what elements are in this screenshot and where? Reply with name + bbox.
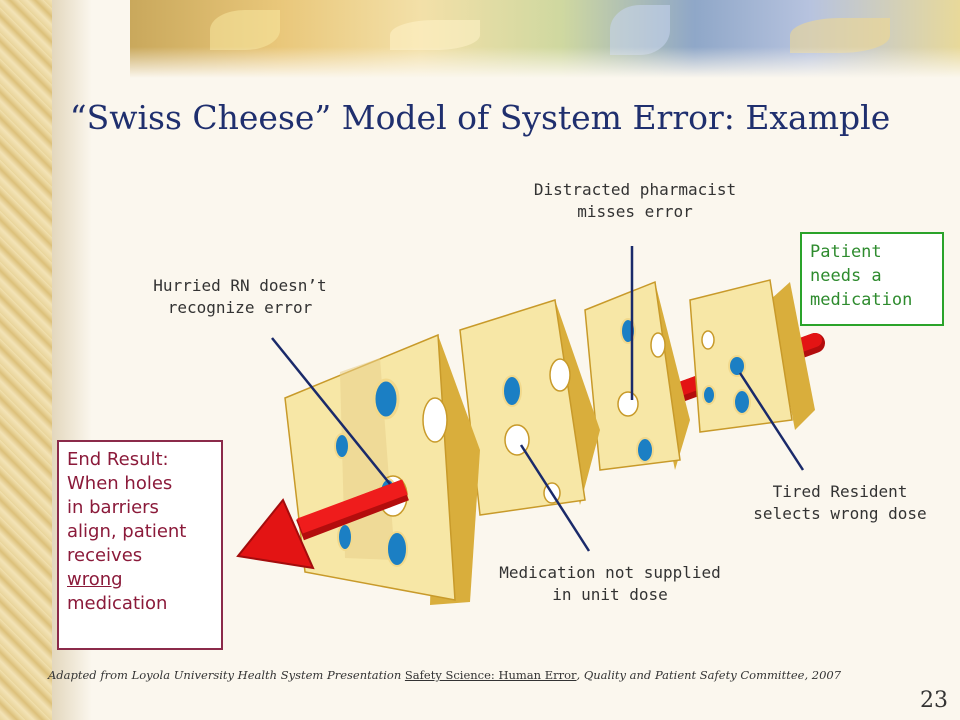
cheese-barrier-2 <box>459 299 600 516</box>
end-result-line2: When holes <box>67 473 173 494</box>
left-decorative-strip <box>0 0 52 720</box>
label-rn-line1: Hurried RN doesn’t <box>153 276 327 295</box>
slide-title: “Swiss Cheese” Model of System Error: Ex… <box>69 98 891 137</box>
slide-number: 23 <box>920 688 948 713</box>
end-result-box: End Result: When holes in barriers align… <box>57 440 223 650</box>
end-result-line4: align, patient <box>67 521 187 542</box>
pointer-lines <box>271 246 805 552</box>
end-result-line7: medication <box>67 593 168 614</box>
label-pharmacist-line1: Distracted pharmacist <box>533 180 737 199</box>
label-medication-line2: in unit dose <box>552 585 668 604</box>
label-rn: Hurried RN doesn’t recognize error <box>130 275 350 319</box>
label-resident: Tired Resident selects wrong dose <box>735 481 945 525</box>
end-result-line5: receives <box>67 545 143 566</box>
cheese-barrier-3 <box>584 280 690 471</box>
source-footer: Adapted from Loyola University Health Sy… <box>48 668 928 682</box>
cheese-barrier-1 <box>284 333 480 605</box>
patient-box-line3: medication <box>810 290 913 310</box>
end-result-wrong: wrong <box>67 569 123 590</box>
patient-box-line2: needs a <box>810 266 882 286</box>
label-medication: Medication not supplied in unit dose <box>485 562 735 606</box>
label-resident-line2: selects wrong dose <box>753 504 927 523</box>
label-pharmacist-line2: misses error <box>577 202 693 221</box>
top-decorative-banner <box>130 0 960 78</box>
patient-need-box: Patient needs a medication <box>800 232 944 326</box>
label-resident-line1: Tired Resident <box>772 482 908 501</box>
label-pharmacist: Distracted pharmacist misses error <box>520 179 750 223</box>
error-arrow-head <box>236 479 409 570</box>
footer-suffix: , Quality and Patient Safety Committee, … <box>576 668 842 682</box>
footer-prefix: Adapted from Loyola University Health Sy… <box>48 668 405 682</box>
footer-link: Safety Science: Human Error <box>404 668 577 682</box>
label-rn-line2: recognize error <box>167 298 313 317</box>
cheese-barrier-4 <box>689 279 815 433</box>
end-result-line1: End Result: <box>67 449 169 470</box>
end-result-line3: in barriers <box>67 497 159 518</box>
patient-box-line1: Patient <box>810 242 882 262</box>
label-medication-line1: Medication not supplied <box>499 563 721 582</box>
